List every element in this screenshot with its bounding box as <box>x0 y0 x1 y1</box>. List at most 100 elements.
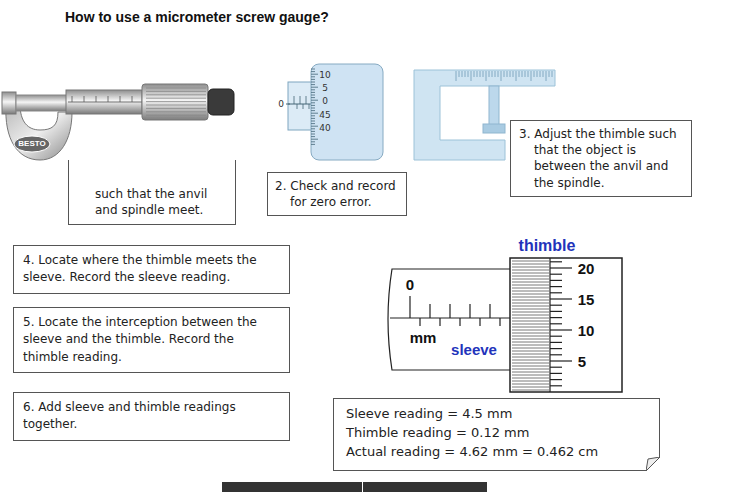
title: How to use a micrometer screw gauge? <box>65 9 329 25</box>
scale-tick <box>311 71 315 72</box>
scale-number: 45 <box>319 111 330 120</box>
bevel-line <box>512 369 549 370</box>
clamp-scale <box>456 71 552 81</box>
bevel-line <box>512 336 549 337</box>
scale-tick <box>311 115 315 116</box>
step-box: 6. Add sleeve and thimble readings toget… <box>13 392 290 441</box>
scale-tick <box>96 96 97 102</box>
anvil <box>2 92 16 114</box>
division-tick <box>550 292 562 293</box>
knurl-line <box>146 111 206 112</box>
bevel-line <box>512 342 549 343</box>
bevel-line <box>512 279 549 280</box>
scale-tick <box>462 71 463 77</box>
bevel-line <box>512 270 549 271</box>
thimble-bevel <box>512 261 549 390</box>
half-mm-tick <box>499 318 500 326</box>
scale-tick <box>311 134 315 135</box>
knurling <box>146 88 206 119</box>
bevel-edge <box>549 258 550 392</box>
clamp-nut <box>483 124 505 133</box>
bevel-line <box>512 273 549 274</box>
bevel-line <box>512 390 549 391</box>
scale-tick <box>474 71 475 77</box>
bevel-line <box>512 315 549 316</box>
scale-tick <box>309 104 310 109</box>
half-mm-tick <box>419 318 420 326</box>
thimble-closeup <box>286 64 383 160</box>
closeup-sleeve <box>288 82 312 130</box>
half-mm-tick <box>459 318 460 326</box>
logo-badge <box>14 136 50 152</box>
part-name: thimble <box>519 238 576 254</box>
division-tick <box>550 360 572 361</box>
closeup-thimble <box>311 64 383 160</box>
bevel-line <box>512 306 549 307</box>
sleeve-mm-scale <box>410 296 500 326</box>
scale-tick <box>483 71 484 77</box>
scale-tick <box>546 71 547 81</box>
scale-tick <box>311 95 315 96</box>
scale-tick <box>489 71 490 77</box>
scale-tick <box>549 71 550 77</box>
scale-tick <box>297 104 298 109</box>
clamp-spindle <box>489 86 499 126</box>
division-tick <box>550 267 572 268</box>
scale-tick <box>492 71 493 77</box>
bevel-line <box>512 303 549 304</box>
bevel-line <box>512 264 549 265</box>
thimble <box>142 84 208 120</box>
scale-tick <box>306 96 307 104</box>
scale-tick <box>311 141 315 142</box>
bevel-line <box>512 291 549 292</box>
scale-tick <box>507 71 508 77</box>
bevel-line <box>512 321 549 322</box>
note-line: Thimble reading = 0.12 mm <box>346 424 649 443</box>
step-text: 6. Add sleeve and thimble readings toget… <box>23 399 281 434</box>
scale-tick <box>468 71 469 77</box>
division-tick <box>550 286 562 287</box>
scale-tick <box>84 96 85 102</box>
scale-tick <box>528 71 529 77</box>
scale-tick <box>311 102 315 103</box>
scale-tick <box>471 71 472 81</box>
brand-logo: BESTO <box>18 140 45 148</box>
note-box: Sleeve reading = 4.5 mmThimble reading =… <box>333 398 660 471</box>
scale-number: 15 <box>578 292 595 307</box>
scale-tick <box>311 69 315 70</box>
half-mm-tick <box>479 318 480 326</box>
bevel-line <box>512 384 549 385</box>
knurl-line <box>146 115 206 116</box>
scale-tick <box>294 96 295 104</box>
mm-tick <box>449 304 450 318</box>
note-line: Actual reading = 4.62 mm = 0.462 cm <box>346 443 649 462</box>
bevel-line <box>512 309 549 310</box>
scale-tick <box>311 139 318 140</box>
scale-tick <box>465 71 466 77</box>
spindle <box>16 95 68 111</box>
closeup-thimble-scale <box>311 69 318 144</box>
division-tick <box>550 367 562 368</box>
scale-tick <box>537 71 538 77</box>
step-text: 4. Locate where the thimble meets the sl… <box>23 252 281 287</box>
knurl-line <box>146 118 206 119</box>
sleeve-scale <box>68 96 142 102</box>
knurl-line <box>146 105 206 106</box>
scale-tick <box>477 71 478 77</box>
bevel-line <box>512 327 549 328</box>
step-box: 5. Locate the interception between the s… <box>13 307 290 373</box>
closeup-zero-dash <box>286 104 290 105</box>
knurl-line <box>146 98 206 99</box>
bar-segment <box>363 482 487 492</box>
division-tick <box>550 379 562 380</box>
bevel-line <box>512 360 549 361</box>
bar-segment <box>222 482 362 492</box>
scale-tick <box>311 82 315 83</box>
scale-tick <box>531 71 532 81</box>
scale-tick <box>486 71 487 81</box>
scale-tick <box>311 113 318 114</box>
folded-corner <box>646 457 660 471</box>
scale-tick <box>504 71 505 77</box>
bevel-line <box>512 378 549 379</box>
